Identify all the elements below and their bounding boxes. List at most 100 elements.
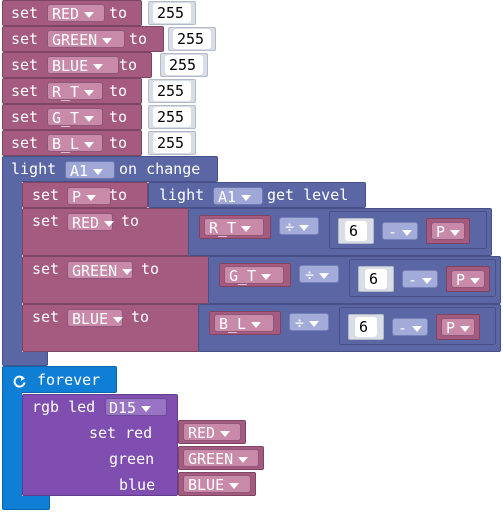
chevron-down-icon	[220, 430, 231, 437]
to-label: to	[121, 212, 140, 230]
number-block[interactable]: 255	[160, 53, 208, 77]
p-dropdown[interactable]: P	[431, 222, 465, 241]
number-block[interactable]: 255	[148, 131, 196, 155]
var-dropdown[interactable]: BLUE	[47, 56, 119, 75]
chevron-down-icon	[229, 482, 240, 489]
number-field[interactable]: 255	[173, 29, 211, 49]
var-dropdown[interactable]: B_L	[47, 134, 103, 153]
set-blue-block[interactable]: set BLUE to	[2, 52, 152, 78]
temp-value: G_T	[229, 267, 257, 285]
chevron-down-icon	[86, 194, 97, 201]
chevron-down-icon	[84, 89, 95, 96]
light-get-level-block[interactable]: light A1 get level	[148, 182, 366, 208]
p-var-block[interactable]: P	[426, 218, 470, 244]
number-field[interactable]: 255	[165, 55, 203, 75]
to-label: to	[109, 134, 128, 152]
var-dropdown-p[interactable]: P	[67, 187, 111, 206]
number-block[interactable]: 6	[348, 314, 384, 340]
p-dropdown[interactable]: P	[451, 270, 485, 289]
p-var-block[interactable]: P	[436, 314, 480, 340]
number-block[interactable]: 255	[168, 27, 216, 51]
chevron-down-icon	[104, 220, 115, 227]
rgb-led-block[interactable]: rgb led D15 set red green blue	[22, 394, 178, 496]
divide-block[interactable]: B_L ÷ 6 - P	[198, 304, 501, 352]
chevron-down-icon	[84, 141, 95, 148]
var-dropdown[interactable]: G_T	[47, 108, 103, 127]
var-dropdown[interactable]: RED	[47, 4, 105, 23]
number-value: 6	[349, 222, 359, 240]
set-label: set	[11, 134, 39, 152]
divide-block[interactable]: R_T ÷ 6 - P	[188, 208, 492, 256]
number-field[interactable]: 6	[365, 269, 387, 289]
set-p-block[interactable]: set P to	[22, 182, 148, 208]
var-dropdown[interactable]: R_T	[47, 82, 103, 101]
number-block[interactable]: 255	[148, 79, 196, 103]
number-block[interactable]: 255	[148, 105, 196, 129]
set-green-block[interactable]: set GREEN to	[2, 26, 164, 52]
minus-op-dropdown[interactable]: -	[382, 222, 418, 241]
set-b_l-block[interactable]: set B_L to	[2, 130, 142, 156]
green-dropdown[interactable]: GREEN	[183, 449, 259, 468]
var-dropdown[interactable]: GREEN	[67, 261, 133, 280]
temp-var-block[interactable]: G_T	[219, 263, 291, 287]
p-dropdown[interactable]: P	[441, 318, 475, 337]
var-dropdown[interactable]: GREEN	[47, 30, 125, 49]
red-dropdown[interactable]: RED	[183, 423, 241, 442]
number-block[interactable]: 6	[358, 266, 394, 292]
set-label: set	[32, 308, 60, 326]
rgb-green-var[interactable]: GREEN	[178, 446, 264, 470]
p-var-block[interactable]: P	[446, 266, 490, 292]
led-pin-dropdown[interactable]: D15	[105, 398, 167, 417]
number-field[interactable]: 255	[153, 81, 191, 101]
var-dropdown[interactable]: RED	[67, 213, 115, 232]
temp-dropdown[interactable]: B_L	[214, 314, 274, 333]
rgb-red-var[interactable]: RED	[178, 420, 246, 444]
temp-dropdown[interactable]: R_T	[204, 218, 264, 237]
set-green-calc-block[interactable]: set GREEN to	[22, 256, 210, 304]
chevron-down-icon	[422, 277, 433, 284]
light-event-body	[2, 180, 22, 354]
number-field[interactable]: 255	[153, 3, 191, 23]
divide-op-dropdown[interactable]: ÷	[299, 265, 339, 284]
set-g_t-block[interactable]: set G_T to	[2, 104, 142, 130]
set-r_t-block[interactable]: set R_T to	[2, 78, 142, 104]
rgb-blue-var[interactable]: BLUE	[178, 472, 256, 496]
number-field[interactable]: 255	[153, 107, 191, 127]
minus-op-dropdown[interactable]: -	[402, 270, 438, 289]
on-change-label: on change	[119, 160, 201, 178]
number-field[interactable]: 6	[345, 221, 367, 241]
chevron-down-icon	[319, 272, 330, 279]
var-value: RED	[72, 214, 100, 232]
subtract-block[interactable]: 6 - P	[339, 307, 496, 345]
divide-block[interactable]: G_T ÷ 6 - P	[208, 256, 501, 304]
forever-label: forever	[37, 371, 101, 389]
number-field[interactable]: 6	[355, 317, 377, 337]
light-on-change-block[interactable]: light A1 on change	[2, 156, 218, 182]
set-label: set	[11, 82, 39, 100]
light-event-footer	[2, 352, 48, 366]
light-label: light	[11, 160, 57, 178]
minus-op-dropdown[interactable]: -	[392, 318, 428, 337]
subtract-block[interactable]: 6 - P	[349, 259, 496, 297]
var-dropdown[interactable]: BLUE	[67, 309, 124, 328]
number-field[interactable]: 255	[153, 133, 191, 153]
divide-op-dropdown[interactable]: ÷	[279, 217, 319, 236]
set-red-calc-block[interactable]: set RED to	[22, 208, 190, 256]
pin-dropdown[interactable]: A1	[213, 187, 263, 206]
set-red-block[interactable]: set RED to	[2, 0, 142, 26]
forever-block[interactable]: forever	[2, 366, 117, 393]
led-pin-value: D15	[109, 399, 137, 417]
temp-dropdown[interactable]: G_T	[224, 266, 284, 285]
rgb-led-label: rgb led	[32, 398, 96, 416]
temp-var-block[interactable]: B_L	[209, 311, 281, 335]
blue-dropdown[interactable]: BLUE	[183, 475, 251, 494]
set-label: set	[11, 108, 39, 126]
set-blue-calc-block[interactable]: set BLUE to	[22, 304, 200, 352]
pin-dropdown[interactable]: A1	[65, 161, 115, 180]
subtract-block[interactable]: 6 - P	[329, 211, 487, 249]
divide-op-dropdown[interactable]: ÷	[289, 313, 329, 332]
number-value: 255	[157, 4, 185, 22]
number-block[interactable]: 255	[148, 1, 196, 25]
temp-var-block[interactable]: R_T	[199, 215, 271, 239]
number-block[interactable]: 6	[338, 218, 374, 244]
